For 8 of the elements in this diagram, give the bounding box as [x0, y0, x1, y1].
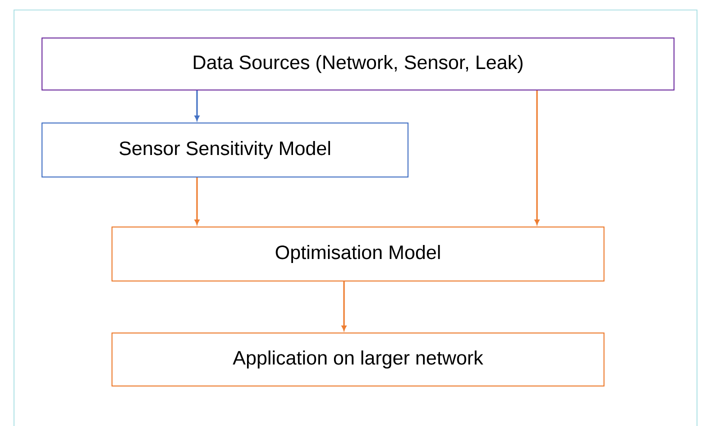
process-box: Optimisation Model: [112, 226, 604, 282]
process-box: Data Sources (Network, Sensor, Leak): [42, 38, 674, 90]
arrow: [342, 282, 346, 331]
process-box: Sensor Sensitivity Model: [42, 122, 408, 178]
arrow: [194, 178, 200, 225]
arrow: [194, 90, 200, 121]
arrow: [534, 90, 540, 225]
process-box: Application on larger network: [112, 332, 604, 386]
